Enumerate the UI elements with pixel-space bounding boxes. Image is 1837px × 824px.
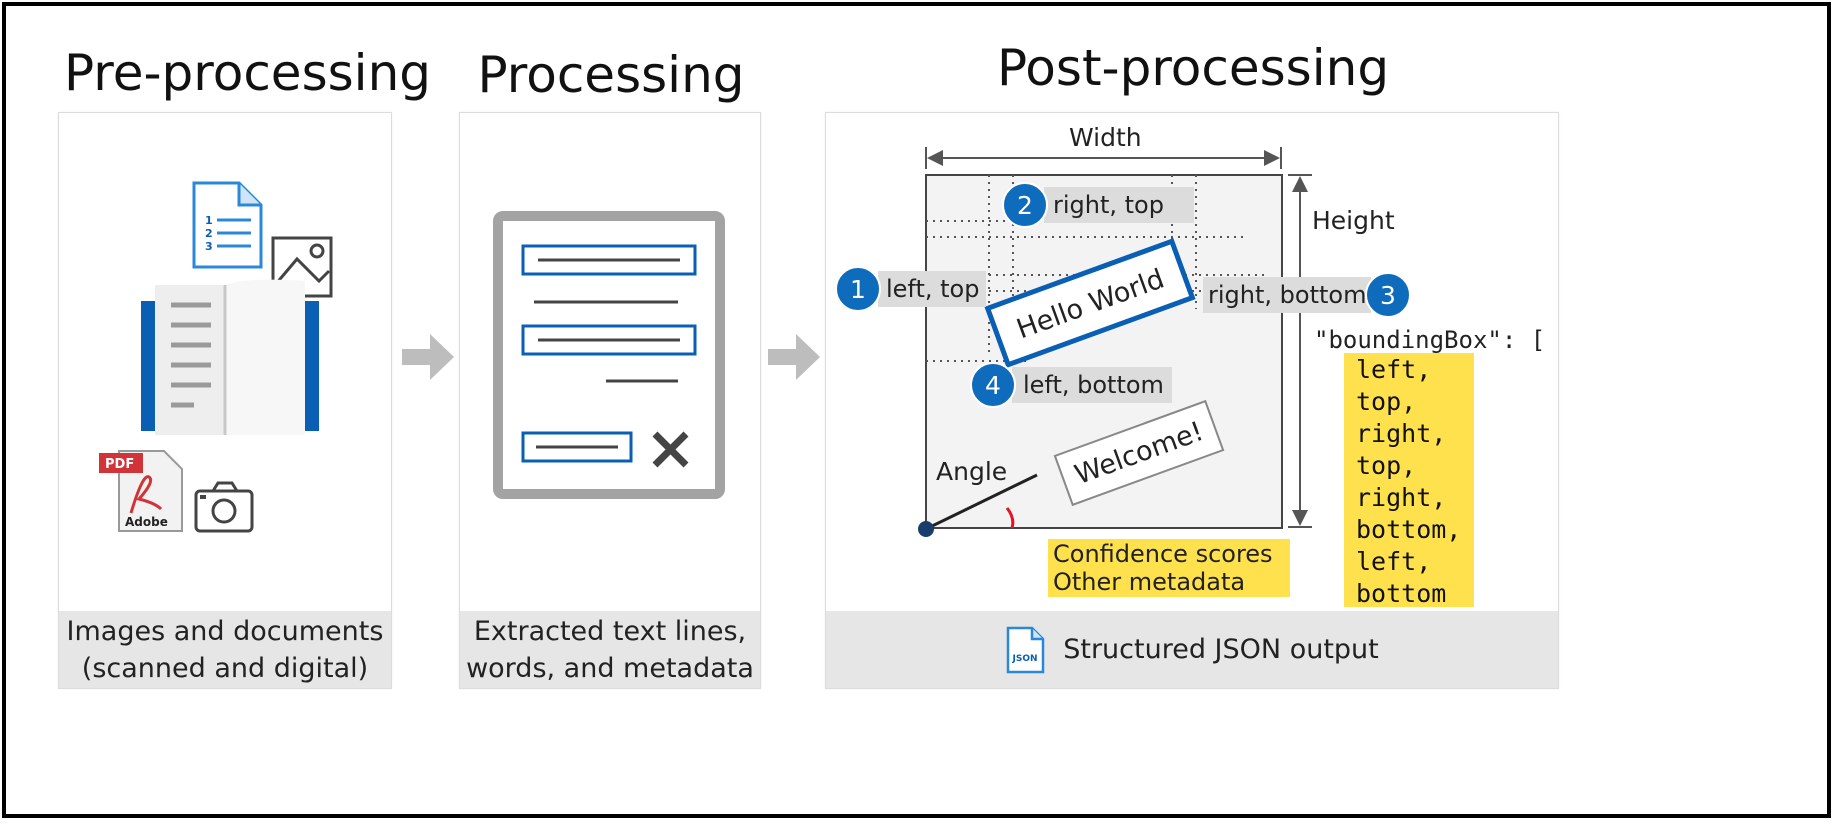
other-metadata-text: Other metadata <box>1053 568 1245 596</box>
corner-label-2: right, top <box>1053 191 1164 219</box>
bounding-box-value: right, <box>1356 419 1446 448</box>
svg-text:2: 2 <box>205 227 213 240</box>
bounding-box-value: left, <box>1356 547 1431 576</box>
corner-badge-1: 1 <box>835 266 881 312</box>
bounding-box-value: top, <box>1356 451 1416 480</box>
open-book-icon <box>141 279 319 435</box>
processing-caption: Extracted text lines, words, and metadat… <box>460 611 760 688</box>
corner-label-bg-3 <box>1203 277 1371 313</box>
corner-label-1: left, top <box>886 275 979 303</box>
height-dimension-arrow <box>1288 174 1312 528</box>
processing-illustration <box>493 211 725 499</box>
corner-number-1: 1 <box>850 275 866 304</box>
corner-label-bg-2 <box>1044 187 1194 223</box>
document-list-icon: 1 2 3 <box>192 181 263 269</box>
bounding-box-value: right, <box>1356 483 1446 512</box>
svg-text:1: 1 <box>205 214 213 227</box>
processing-caption-line-2: words, and metadata <box>466 652 754 684</box>
angle-label: Angle <box>936 457 1007 486</box>
pdf-icon: PDF Adobe <box>99 450 183 532</box>
structured-json-output-text: Structured JSON output <box>1063 634 1379 665</box>
width-dimension-arrow <box>925 147 1282 169</box>
svg-text:3: 3 <box>205 240 213 253</box>
corner-label-bg-4 <box>1012 367 1172 403</box>
corner-label-bg-1 <box>878 271 986 307</box>
camera-icon <box>194 481 254 533</box>
bounding-box-diagram: Width Height <box>835 123 1545 608</box>
pre-processing-illustration: 1 2 3 <box>99 181 333 533</box>
bounding-box-key: "boundingBox": [ <box>1314 326 1545 354</box>
corner-badge-4: 4 <box>970 362 1016 408</box>
pre-caption-line-2: (scanned and digital) <box>81 652 369 684</box>
corner-label-3: right, bottom <box>1208 281 1366 309</box>
processing-title: Processing <box>477 46 745 104</box>
post-processing-panel: Width Height <box>825 112 1559 689</box>
bounding-box-value: bottom, <box>1356 515 1461 544</box>
flow-arrow-1 <box>402 334 454 380</box>
height-label: Height <box>1312 206 1395 235</box>
close-x-icon <box>652 431 689 468</box>
post-processing-title: Post-processing <box>996 39 1390 97</box>
adobe-label: Adobe <box>125 515 168 529</box>
bounding-box-values: left, top, right, top, right, bottom, left, bot… <box>1356 355 1461 608</box>
corner-number-3: 3 <box>1380 281 1396 310</box>
json-icon-label: JSON <box>1012 654 1038 664</box>
json-file-icon: JSON <box>1006 626 1045 673</box>
corner-label-4: left, bottom <box>1023 371 1164 399</box>
corner-number-4: 4 <box>985 371 1001 400</box>
pre-caption-line-1: Images and documents <box>66 615 384 647</box>
confidence-scores-text: Confidence scores <box>1053 540 1273 568</box>
pre-processing-title: Pre-processing <box>64 44 431 102</box>
bounding-box-value: top, <box>1356 387 1416 416</box>
flow-arrow-2 <box>768 334 820 380</box>
post-processing-caption: JSON Structured JSON output <box>826 611 1558 688</box>
corner-badge-3: 3 <box>1365 272 1411 318</box>
corner-badge-2: 2 <box>1002 182 1048 228</box>
pre-processing-panel: 1 2 3 <box>58 112 392 689</box>
angle-indicator <box>918 473 1038 537</box>
metadata-highlight <box>1048 539 1290 597</box>
width-label: Width <box>1069 123 1142 152</box>
bounding-box-values-highlight <box>1344 353 1474 607</box>
bounding-box-value: bottom <box>1356 579 1446 608</box>
pre-processing-caption: Images and documents (scanned and digita… <box>59 611 391 688</box>
processing-panel: Extracted text lines, words, and metadat… <box>459 112 761 689</box>
bounding-box-value: left, <box>1356 355 1431 384</box>
corner-number-2: 2 <box>1017 191 1033 220</box>
pdf-label: PDF <box>105 457 134 472</box>
processing-caption-line-1: Extracted text lines, <box>473 615 747 647</box>
